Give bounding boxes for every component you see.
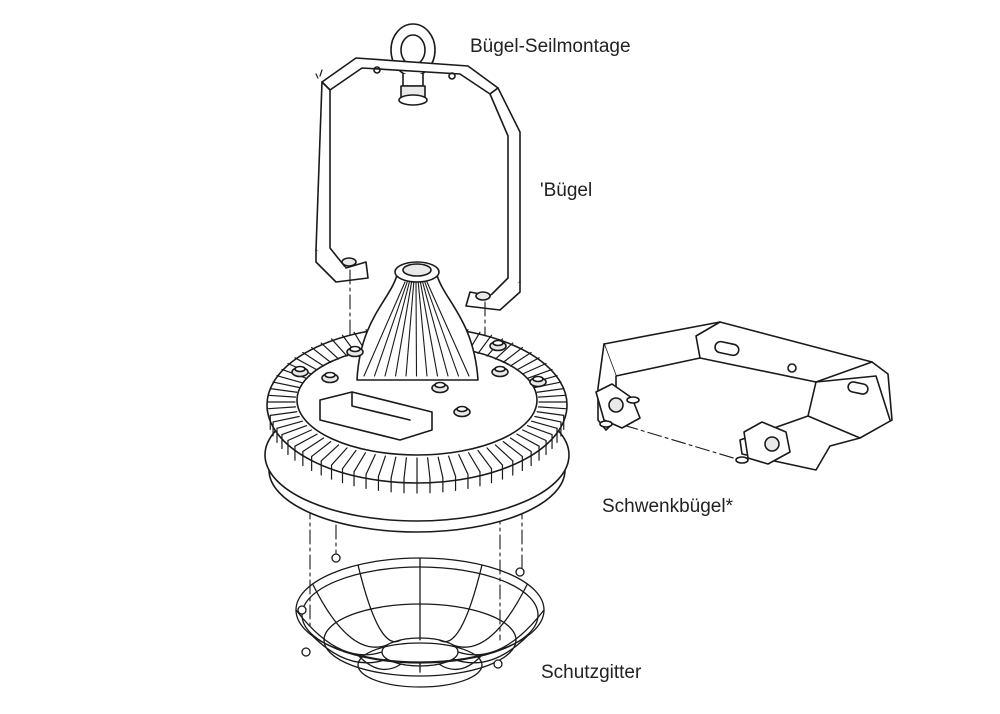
dome-fins xyxy=(363,281,470,377)
protective-guard xyxy=(295,553,545,688)
label-bracket: 'Bügel xyxy=(540,180,593,201)
u-bracket xyxy=(315,57,521,311)
label-rope-mount: Bügel-Seilmontage xyxy=(470,36,631,57)
guard-ribs xyxy=(295,557,545,673)
assembly-centerlines xyxy=(309,269,741,641)
body-bolts xyxy=(291,339,547,418)
label-protective-guard: Schutzgitter xyxy=(541,662,642,683)
luminaire-body xyxy=(264,261,570,533)
label-swivel-bracket: Schwenkbügel* xyxy=(602,496,733,517)
swivel-bracket xyxy=(595,321,893,471)
